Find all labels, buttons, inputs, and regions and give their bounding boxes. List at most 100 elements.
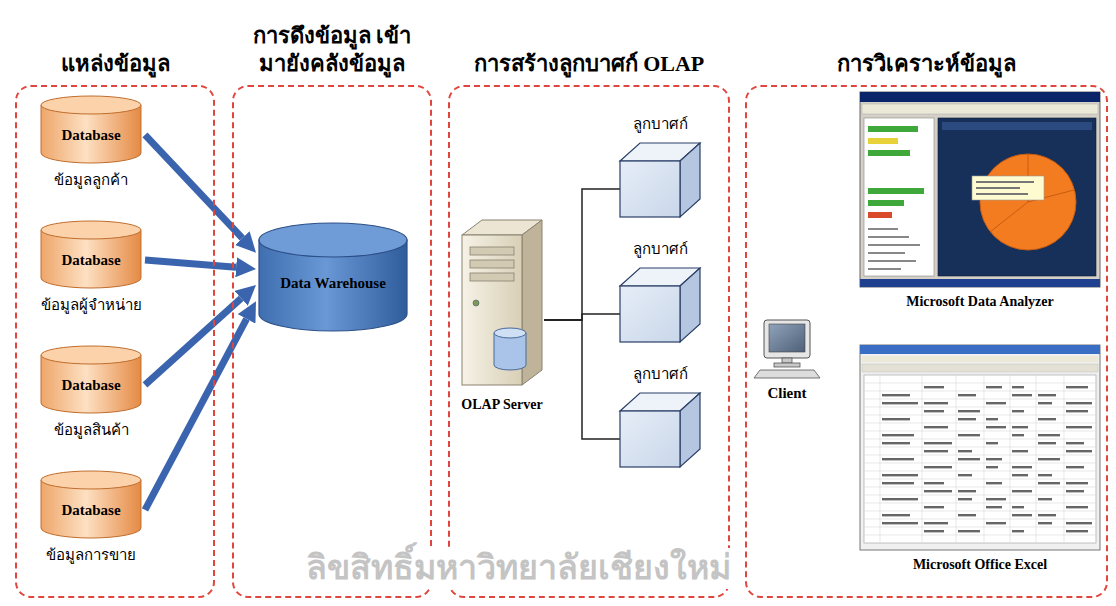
db-node: Databaseข้อมูลลูกค้า [40,95,142,193]
drive-bay [470,260,514,268]
cell-mark [1038,418,1056,420]
grid-line [1010,375,1011,543]
region-heading: การวิเคราะห์ข้อมูล [752,50,1102,79]
grid-line [864,455,1096,456]
db-node: Databaseข้อมูลผู้จำหน่าย [40,220,142,318]
cell-mark [986,442,998,444]
cell-mark [924,482,944,484]
db-node: Databaseข้อมูลสินค้า [40,345,142,443]
excel-node: Microsoft Office Excel [860,345,1100,577]
server-node: OLAP Server [452,215,552,417]
cell-mark [882,434,914,436]
list-line [868,244,920,246]
connector-line [544,320,620,439]
database-label: Database [61,501,120,519]
cell-mark [958,490,976,492]
cube-front [620,161,680,217]
connector-group [145,135,620,510]
tooltip-line [976,187,1020,189]
cell-mark [1038,474,1052,476]
cell-mark [1038,498,1052,500]
grid-line [864,375,865,543]
cube-side [680,143,700,217]
connector-arrow [145,260,236,267]
cell-mark [882,498,918,500]
grid-line [956,375,957,543]
screenshot-caption: Microsoft Data Analyzer [906,294,1053,311]
cell-mark [958,458,980,460]
cylinder-top [41,221,141,239]
cell-mark [1038,458,1060,460]
chart-panel [938,118,1096,276]
watermark-text: ลิขสิทธิ์มหาวิทยาลัยเชียงใหม่ [300,548,737,589]
cylinder-top [259,223,407,257]
grid-line [864,415,1096,416]
cell-mark [1066,450,1092,452]
monitor-screen [769,324,805,352]
cube-node: ลูกบาศก์ [615,240,705,344]
cell-mark [924,410,944,412]
grid-line [864,495,1096,496]
grid-line [864,447,1096,448]
cell-mark [924,386,944,388]
db-node: Database ข้อมูลการขาย [40,470,142,568]
cell-mark [924,450,948,452]
data-analyzer-screenshot [860,92,1100,287]
grid-line [864,527,1096,528]
region-heading: แหล่งข้อมูล [20,50,210,79]
cell-mark [1066,530,1088,532]
side-panel [864,118,934,276]
grid-line [864,479,1096,480]
cell-mark [924,490,952,492]
grid-line [864,519,1096,520]
cell-mark [958,434,980,436]
cell-mark [1066,482,1088,484]
client-computer [752,318,822,380]
cell-mark [986,418,998,420]
cell-mark [1012,410,1024,412]
cell-mark [1066,490,1084,492]
cell-mark [986,426,1006,428]
status-bar [860,279,1100,287]
drive-bay [470,247,514,255]
bar [868,200,904,206]
cell-mark [1038,394,1056,396]
grid-line [864,423,1096,424]
connector-arrow [145,298,241,385]
source-caption: ข้อมูลการขาย [46,546,136,564]
cell-mark [924,530,944,532]
cell-mark [882,402,918,404]
title-bar [860,345,1100,354]
cube-side [680,393,700,467]
cell-mark [882,474,918,476]
cell-mark [986,482,1002,484]
cell-mark [1012,514,1032,516]
stage-region: การดึงข้อมูล เข้ามายังคลังข้อมูลData War… [232,2,432,598]
cell-mark [1038,402,1052,404]
cube-front [620,411,680,467]
db-icon-top [494,328,526,338]
cell-mark [1066,410,1088,412]
cell-mark [1066,466,1084,468]
cell-mark [986,466,998,468]
bar [868,126,918,132]
olap-server-icon [452,215,552,390]
cell-mark [1012,426,1028,428]
cell-mark [1038,514,1056,516]
list-line [868,236,909,238]
cell-mark [986,498,1006,500]
source-caption: ข้อมูลลูกค้า [54,171,128,189]
grid-line [1096,375,1097,543]
cell-mark [986,506,1002,508]
cell-mark [958,498,972,500]
list-line [868,268,901,270]
cube-label: ลูกบาศก์ [633,115,688,133]
cell-mark [882,482,914,484]
cube-node: ลูกบาศก์ [615,115,705,219]
cell-mark [924,466,952,468]
analyzer-node: Microsoft Data Analyzer [860,92,1100,314]
tooltip-line [976,181,1034,183]
cell-mark [986,458,1002,460]
window-frame [860,345,1100,550]
grid-line [864,383,1096,384]
